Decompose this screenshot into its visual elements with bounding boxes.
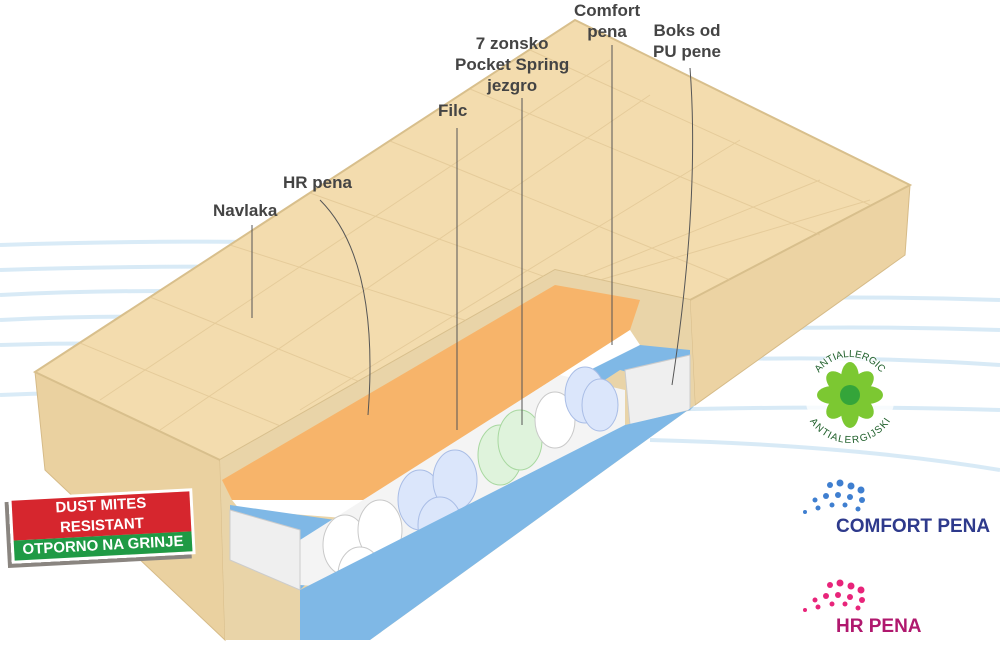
label-comfort-pena: Comfort pena [574, 1, 641, 41]
dust-mites-badge: DUST MITES RESISTANT OTPORNO NA GRINJE [8, 488, 196, 564]
label-pocket-spring: 7 zonsko Pocket Spring jezgro [455, 34, 570, 95]
label-navlaka: Navlaka [213, 201, 278, 220]
quilt-pattern [79, 49, 871, 431]
hr-pena-logo-text: HR PENA [836, 616, 922, 637]
leader-lines [251, 45, 694, 430]
hr-foam-layer [222, 285, 640, 500]
felt-layer [232, 330, 640, 520]
label-hr-pena: HR pena [283, 173, 352, 192]
bottom-foam-layer [300, 405, 695, 640]
comfort-pena-logo-text: COMFORT PENA [836, 516, 991, 537]
hr-pena-dots-icon [803, 579, 865, 612]
antiallergic-seal: ANTIALLERGIC ANTIALERGIJSKI [805, 349, 895, 446]
label-boks-pu-pene: Boks od PU pene [653, 21, 722, 61]
comfort-pena-dots-icon [803, 479, 865, 514]
label-filc: Filc [438, 101, 468, 120]
